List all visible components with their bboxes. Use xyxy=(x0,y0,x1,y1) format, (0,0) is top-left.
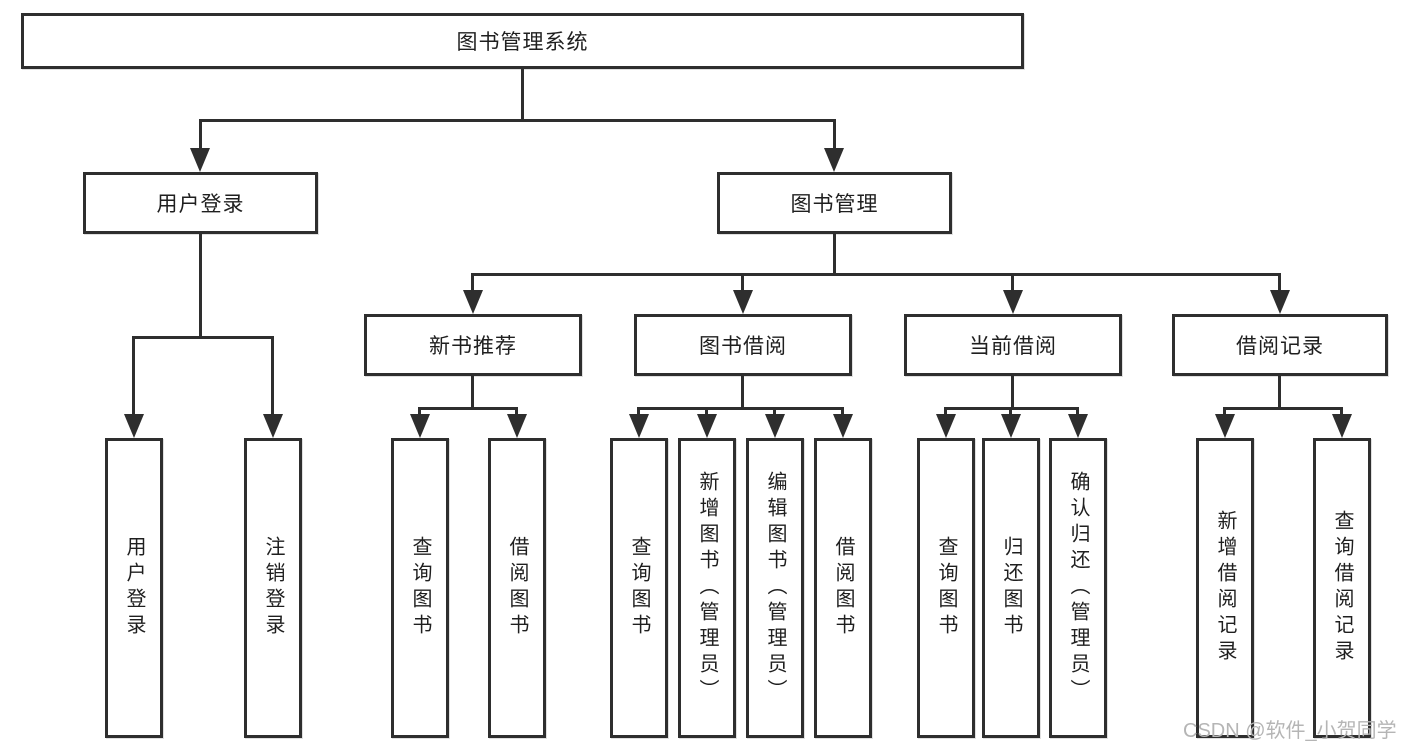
leaf-newbook-query: 查询图书 xyxy=(391,438,449,738)
leaf-record-add-label: 新增借阅记录 xyxy=(1214,510,1236,666)
node-borrow-records-label: 借阅记录 xyxy=(1236,335,1324,358)
leaf-borrow-borrow-label: 借阅图书 xyxy=(832,536,854,640)
arrow-down-icon xyxy=(833,414,853,438)
leaf-current-confirm: 确认归还（管理员） xyxy=(1049,438,1107,738)
leaf-record-query: 查询借阅记录 xyxy=(1313,438,1371,738)
leaf-borrow-add: 新增图书（管理员） xyxy=(678,438,736,738)
connector-to-leaf xyxy=(1340,407,1343,417)
node-user-login-branch: 用户登录 xyxy=(83,172,318,234)
leaf-borrow-edit: 编辑图书（管理员） xyxy=(746,438,804,738)
connector-section-stub xyxy=(1278,376,1281,407)
node-current-borrow-label: 当前借阅 xyxy=(969,335,1057,358)
leaf-user-login: 用户登录 xyxy=(105,438,163,738)
connector-to-section xyxy=(741,273,744,292)
arrow-down-icon xyxy=(507,414,527,438)
leaf-user-login-label: 用户登录 xyxy=(123,536,145,640)
connector-to-leaf xyxy=(637,407,640,417)
arrow-down-icon xyxy=(1068,414,1088,438)
arrow-down-icon xyxy=(263,414,283,438)
leaf-newbook-borrow: 借阅图书 xyxy=(488,438,546,738)
leaf-newbook-borrow-label: 借阅图书 xyxy=(506,536,528,640)
arrow-down-icon xyxy=(463,290,483,314)
connector-to-leaf xyxy=(132,336,135,416)
arrow-down-icon xyxy=(765,414,785,438)
arrow-down-icon xyxy=(733,290,753,314)
connector-to-section xyxy=(471,273,474,292)
leaf-current-query-label: 查询图书 xyxy=(935,536,957,640)
arrow-down-icon xyxy=(1270,290,1290,314)
connector-to-section xyxy=(1011,273,1014,292)
connector-section-bus xyxy=(637,407,844,410)
arrow-down-icon xyxy=(1001,414,1021,438)
leaf-borrow-query-label: 查询图书 xyxy=(628,536,650,640)
connector-user-login-bus xyxy=(132,336,274,339)
leaf-record-query-label: 查询借阅记录 xyxy=(1331,510,1353,666)
node-current-borrow: 当前借阅 xyxy=(904,314,1122,376)
connector-to-leaf xyxy=(1076,407,1079,417)
arrow-down-icon xyxy=(190,148,210,172)
node-new-book-recommend-label: 新书推荐 xyxy=(429,335,517,358)
leaf-current-confirm-label: 确认归还（管理员） xyxy=(1067,471,1089,705)
connector-to-leaf xyxy=(773,407,776,417)
connector-to-leaf xyxy=(1223,407,1226,417)
node-book-borrow-label: 图书借阅 xyxy=(699,335,787,358)
connector-user-login-stub xyxy=(199,234,202,336)
leaf-borrow-query: 查询图书 xyxy=(610,438,668,738)
leaf-borrow-edit-label: 编辑图书（管理员） xyxy=(764,471,786,705)
leaf-current-return-label: 归还图书 xyxy=(1000,536,1022,640)
connector-to-leaf xyxy=(944,407,947,417)
leaf-logout-label: 注销登录 xyxy=(262,536,284,640)
connector-to-leaf xyxy=(1009,407,1012,417)
leaf-current-query: 查询图书 xyxy=(917,438,975,738)
connector-to-leaf xyxy=(705,407,708,417)
arrow-down-icon xyxy=(410,414,430,438)
arrow-down-icon xyxy=(1215,414,1235,438)
connector-to-leaf xyxy=(418,407,421,417)
watermark-text: CSDN @软件_小贺同学 xyxy=(1183,720,1397,742)
connector-to-book-management xyxy=(833,119,836,152)
node-book-borrow: 图书借阅 xyxy=(634,314,852,376)
arrow-down-icon xyxy=(1332,414,1352,438)
connector-section-bus xyxy=(1223,407,1343,410)
connector-root-bus xyxy=(199,119,836,122)
node-new-book-recommend: 新书推荐 xyxy=(364,314,582,376)
connector-book-management-stub xyxy=(833,234,836,273)
arrow-down-icon xyxy=(936,414,956,438)
connector-to-leaf xyxy=(841,407,844,417)
leaf-logout: 注销登录 xyxy=(244,438,302,738)
node-borrow-records: 借阅记录 xyxy=(1172,314,1388,376)
arrow-down-icon xyxy=(1003,290,1023,314)
connector-section-stub xyxy=(1011,376,1014,407)
node-user-login-branch-label: 用户登录 xyxy=(156,193,245,216)
leaf-current-return: 归还图书 xyxy=(982,438,1040,738)
leaf-record-add: 新增借阅记录 xyxy=(1196,438,1254,738)
connector-to-leaf xyxy=(515,407,518,417)
connector-section-stub xyxy=(471,376,474,407)
arrow-down-icon xyxy=(124,414,144,438)
leaf-borrow-borrow: 借阅图书 xyxy=(814,438,872,738)
node-book-management-branch: 图书管理 xyxy=(717,172,952,234)
node-book-management-branch-label: 图书管理 xyxy=(790,193,879,216)
node-root-label: 图书管理系统 xyxy=(456,31,589,54)
leaf-borrow-add-label: 新增图书（管理员） xyxy=(696,471,718,705)
arrow-down-icon xyxy=(629,414,649,438)
connector-book-management-bus xyxy=(471,273,1281,276)
connector-section-bus xyxy=(418,407,518,410)
connector-to-leaf xyxy=(271,336,274,416)
connector-to-section xyxy=(1278,273,1281,292)
arrow-down-icon xyxy=(697,414,717,438)
connector-root-stub xyxy=(521,69,524,119)
connector-section-stub xyxy=(741,376,744,407)
connector-to-user-login xyxy=(199,119,202,152)
leaf-newbook-query-label: 查询图书 xyxy=(409,536,431,640)
arrow-down-icon xyxy=(824,148,844,172)
node-root: 图书管理系统 xyxy=(21,13,1024,69)
